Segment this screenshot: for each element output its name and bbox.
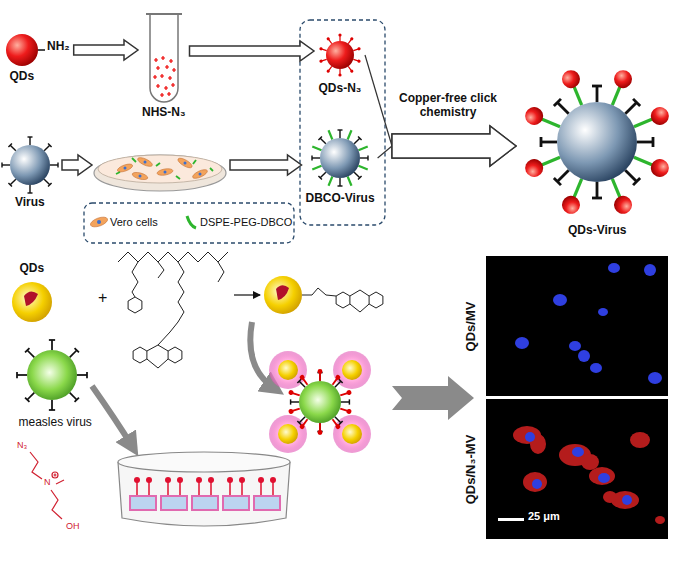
dbco-virus — [312, 130, 368, 186]
reagent-tube: NHS-N₃ — [142, 12, 186, 120]
edge-label: Copper-free click chemistry — [386, 92, 510, 120]
qd-virus-conjugate: QDs-Virus — [520, 65, 674, 238]
reaction-arrow — [378, 126, 516, 166]
polymer-structure — [118, 252, 228, 368]
node-label: NHS-N₃ — [142, 106, 186, 120]
node-label: QDs-Virus — [568, 224, 626, 238]
node-label: DBCO-Virus — [306, 192, 375, 206]
reaction-arrow — [190, 41, 315, 61]
node-label: measles virus — [19, 416, 92, 430]
reaction-arrow — [234, 294, 260, 295]
chem-label: N₃ — [17, 440, 27, 450]
process-arrows — [92, 322, 274, 446]
dbco-virus: DBCO-Virus — [306, 128, 375, 206]
legend-label: DSPE-PEG-DBCO — [200, 216, 292, 229]
micrograph-panel: QDs/MV — [464, 256, 668, 396]
amine-quantum-dot — [6, 34, 45, 66]
block-arrow — [392, 126, 516, 166]
legend-box — [84, 203, 294, 243]
micrograph-panel: QDs/N₃-MV 25 μm — [464, 399, 668, 539]
test-tube — [146, 14, 182, 102]
reaction-arrow — [62, 155, 302, 175]
measles-virus-particle — [17, 340, 87, 410]
quantum-dot: QDs NH₂ — [6, 34, 70, 84]
node-label: Virus — [15, 196, 45, 210]
conjugate-illustration — [269, 351, 371, 453]
dbco-quantum-dot — [264, 276, 383, 314]
block-arrow — [230, 155, 302, 175]
legend-label: Vero cells — [110, 216, 158, 229]
node-label: QDs-N₃ — [319, 82, 362, 96]
block-arrow — [392, 126, 516, 166]
measles-virus: measles virus — [17, 340, 92, 430]
micrograph-images — [486, 256, 668, 539]
virus-particle: Virus — [2, 137, 58, 210]
block-arrow — [62, 155, 92, 175]
reaction-arrow — [365, 55, 516, 166]
chem-label: + — [98, 289, 107, 307]
scale-bar-label: 25 μm — [528, 510, 560, 523]
node-label: QDs — [10, 70, 35, 84]
merge-line — [365, 55, 392, 146]
block-arrow — [190, 41, 315, 61]
chem-label: N — [44, 477, 51, 487]
block-arrow — [74, 40, 138, 60]
panel-label: QDs/MV — [464, 301, 479, 351]
petri-dish — [94, 155, 226, 191]
panel-label: QDs/N₃-MV — [464, 434, 479, 504]
azide-choline-molecule — [30, 452, 64, 519]
chem-label: OH — [66, 521, 80, 531]
cell-dish — [118, 452, 290, 526]
merge-line — [378, 146, 392, 158]
reaction-arrow — [74, 40, 138, 60]
quantum-dot: QDs — [12, 262, 52, 322]
node-label: NH₂ — [47, 40, 70, 54]
yellow-quantum-dot — [12, 282, 52, 322]
virus-particle — [2, 137, 58, 193]
node-label: QDs — [20, 262, 45, 276]
azide-quantum-dot: QDs-N₃ — [318, 33, 362, 96]
azide-quantum-dot — [319, 33, 361, 76]
result-arrow — [392, 376, 474, 420]
qd-virus-conjugate — [522, 67, 671, 216]
